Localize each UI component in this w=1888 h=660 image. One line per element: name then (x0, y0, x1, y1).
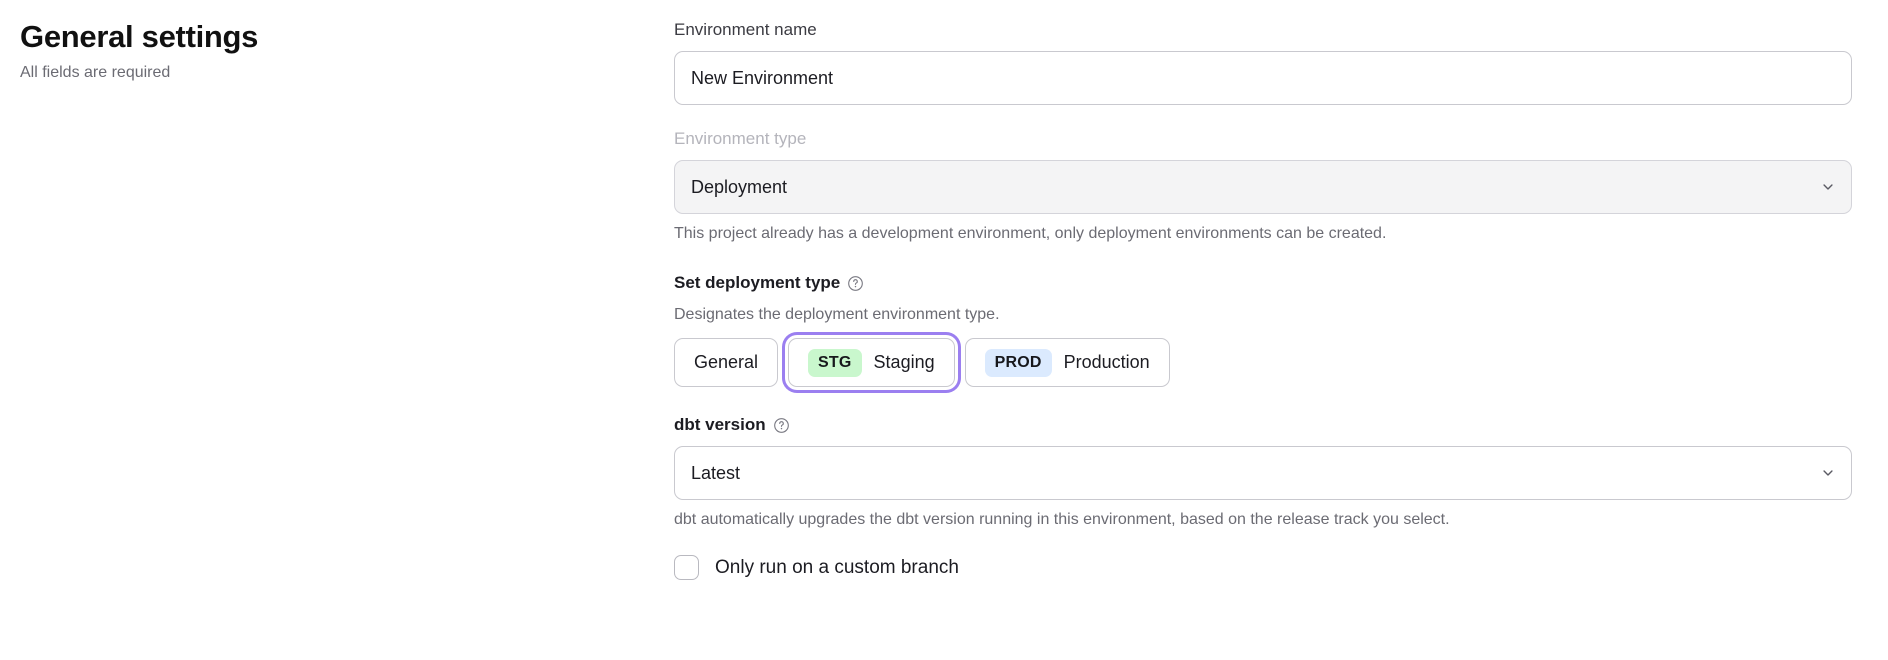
deployment-type-production-label: Production (1063, 352, 1150, 372)
dbt-version-label-row: dbt version (674, 413, 1852, 437)
staging-badge: STG (808, 348, 862, 377)
environment-type-label: Environment type (674, 129, 807, 148)
deployment-type-label: Set deployment type (674, 273, 841, 292)
environment-name-field: Environment name (674, 18, 1852, 105)
dbt-version-value: Latest (691, 462, 741, 483)
environment-name-label: Environment name (674, 20, 817, 39)
environment-name-input[interactable] (674, 51, 1852, 105)
deployment-type-production-button[interactable]: PROD Production (964, 338, 1170, 387)
help-circle-icon[interactable] (847, 275, 864, 292)
environment-type-field: Environment type Deployment This project… (674, 127, 1852, 245)
custom-branch-label[interactable]: Only run on a custom branch (715, 556, 959, 578)
page-title: General settings (20, 19, 259, 54)
deployment-type-field: Set deployment type Designates the deplo… (674, 271, 1852, 387)
deployment-type-label-row: Set deployment type (674, 271, 1852, 295)
custom-branch-row: Only run on a custom branch (674, 555, 1852, 580)
environment-type-select[interactable]: Deployment (674, 160, 1852, 214)
deployment-type-description: Designates the deployment environment ty… (674, 306, 1000, 323)
settings-header-column: General settings All fields are required (0, 0, 674, 84)
dbt-version-select[interactable]: Latest (674, 446, 1852, 500)
dbt-version-field: dbt version Latest dbt automatically upg… (674, 413, 1852, 531)
production-badge: PROD (984, 348, 1052, 377)
dbt-version-label: dbt version (674, 415, 766, 434)
deployment-type-staging-button[interactable]: STG Staging (788, 338, 955, 387)
environment-type-value: Deployment (691, 176, 788, 197)
deployment-type-general-label: General (694, 352, 759, 372)
deployment-type-general-button[interactable]: General (674, 338, 779, 387)
environment-type-select-wrapper: Deployment (674, 160, 1852, 214)
deployment-type-button-group: General STG Staging PROD Production (674, 338, 1852, 387)
dbt-version-select-wrapper: Latest (674, 446, 1852, 500)
dbt-version-help-text: dbt automatically upgrades the dbt versi… (674, 511, 1450, 528)
page-subtitle: All fields are required (20, 64, 171, 81)
custom-branch-checkbox[interactable] (674, 555, 699, 580)
deployment-type-staging-label: Staging (873, 352, 935, 372)
help-circle-icon[interactable] (773, 417, 790, 434)
settings-form-column: Environment name Environment type Deploy… (674, 0, 1888, 580)
environment-type-help-text: This project already has a development e… (674, 225, 1387, 242)
